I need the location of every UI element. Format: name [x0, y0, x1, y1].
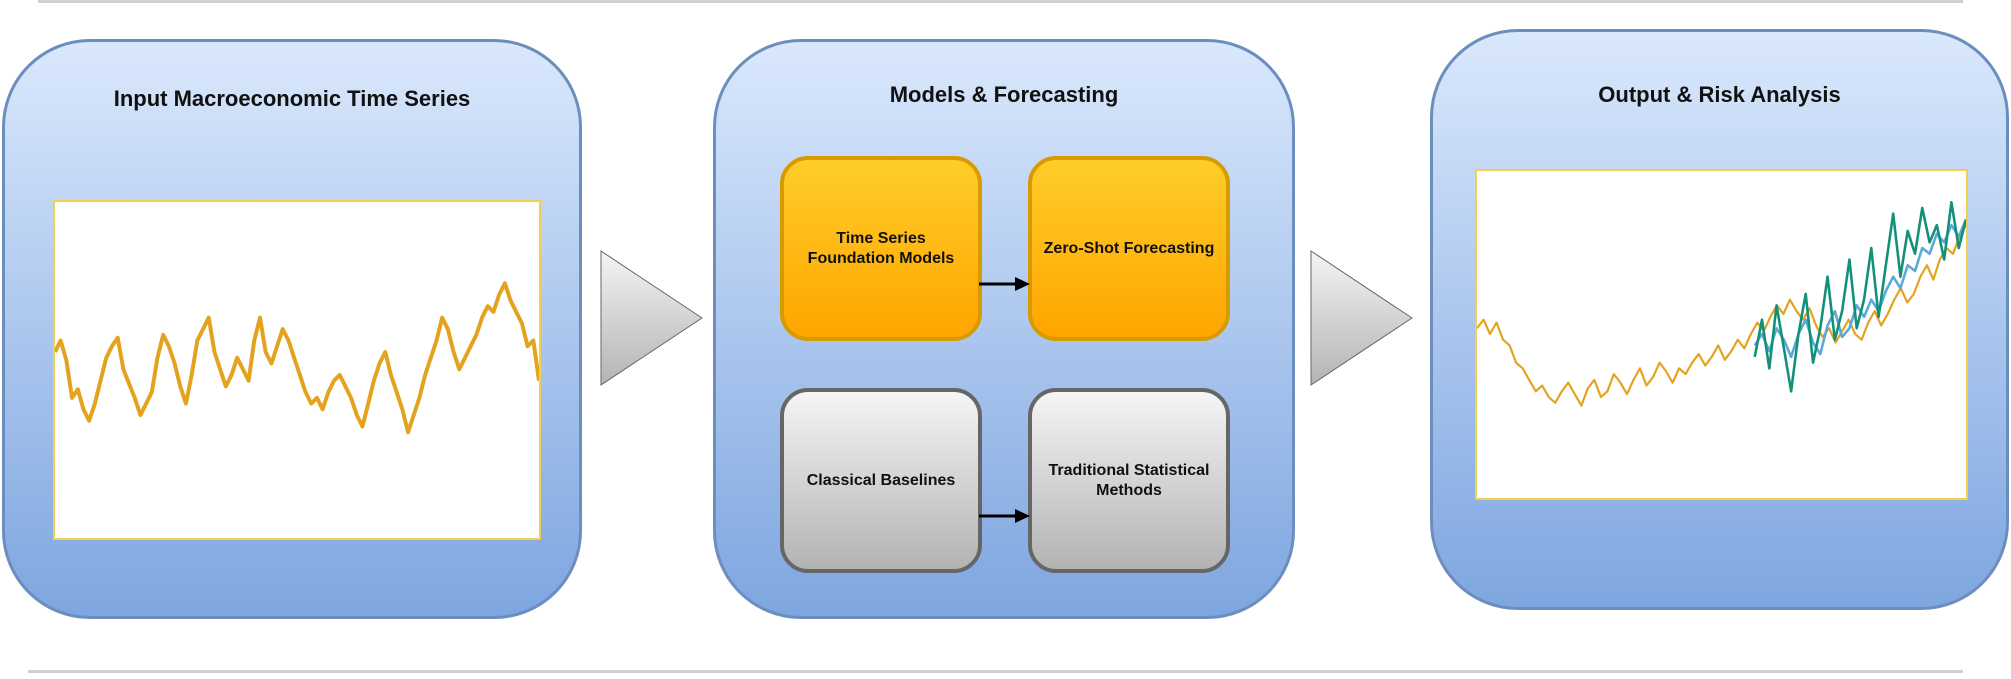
traditional-methods-box: Traditional Statistical Methods — [1028, 388, 1230, 573]
input-series-line — [55, 281, 539, 435]
input-panel-title: Input Macroeconomic Time Series — [113, 86, 471, 111]
bottom-divider — [28, 670, 1963, 673]
classical-baselines-box: Classical Baselines — [780, 388, 982, 573]
forecast-series-line — [1753, 200, 1966, 393]
top-divider — [38, 0, 1963, 3]
history-series-line — [1477, 224, 1966, 407]
zero-shot-forecasting-label: Zero-Shot Forecasting — [1043, 239, 1215, 257]
models-panel-title: Models & Forecasting — [889, 82, 1119, 107]
flow-arrow-input-to-models — [600, 250, 703, 386]
output-panel: Output & Risk Analysis — [1430, 29, 2009, 610]
foundation-models-box: Time Series Foundation Models — [780, 156, 982, 341]
forecast-series-line — [1753, 218, 1966, 359]
output-panel-title: Output & Risk Analysis — [1598, 82, 1841, 107]
zero-shot-forecasting-box: Zero-Shot Forecasting — [1028, 156, 1230, 341]
input-time-series-plot — [53, 200, 541, 540]
output-forecast-plot — [1475, 169, 1968, 500]
foundation-models-label: Time Series Foundation Models — [807, 229, 955, 267]
traditional-methods-label: Traditional Statistical Methods — [1048, 461, 1210, 499]
input-panel: Input Macroeconomic Time Series — [2, 39, 582, 619]
classical-baselines-label: Classical Baselines — [806, 471, 956, 489]
flow-arrow-models-to-output — [1310, 250, 1413, 386]
connector-arrow-icon — [979, 509, 1030, 523]
connector-arrow-icon — [979, 277, 1030, 291]
models-panel: Models & Forecasting Time Series Foundat… — [713, 39, 1295, 619]
